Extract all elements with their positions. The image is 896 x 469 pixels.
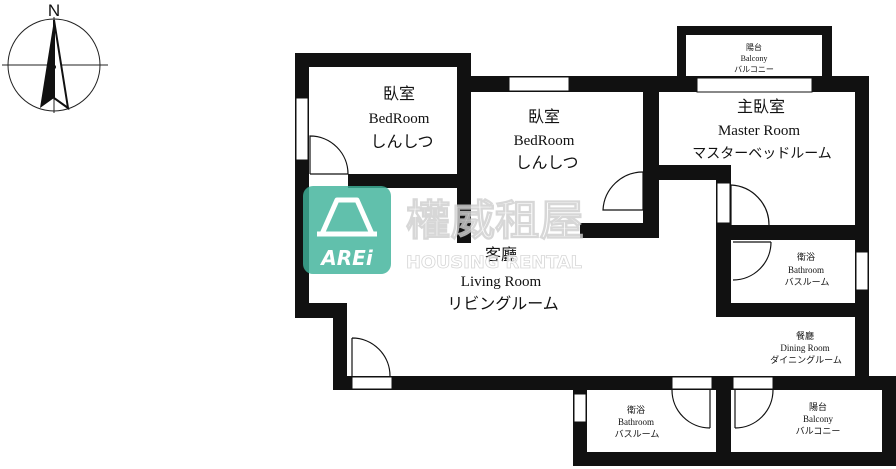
windows: [295, 76, 869, 423]
watermark: AREi 權威租屋 HOUSING RENTAL: [303, 186, 585, 274]
label-bath-bottom-en: Bathroom: [618, 417, 654, 427]
wall-bedroom2-right: [643, 80, 659, 238]
label-bedroom2-zh: 臥室: [528, 107, 560, 126]
door-master-bath: [730, 184, 770, 226]
window-balcony-top: [696, 77, 813, 93]
label-bath-bottom-zh: 衛浴: [627, 404, 645, 416]
compass: N: [2, 1, 108, 113]
label-bath-right-en: Bathroom: [788, 265, 824, 275]
label-balcony-bottom-en: Balcony: [803, 414, 833, 424]
room-label-bath-bottom: 衛浴 Bathroom バスルーム: [615, 404, 660, 440]
wall-bath-right-top: [716, 225, 869, 240]
window-lower-bath: [573, 393, 587, 423]
label-balcony-bottom-jp: バルコニー: [796, 426, 841, 437]
window-master-bath: [716, 182, 731, 224]
wall-living-left-lower: [333, 303, 347, 390]
compass-needle-left: [40, 20, 54, 108]
label-master-en: Master Room: [718, 123, 800, 139]
room-label-bedroom1: 臥室 BedRoom しんしつ: [369, 84, 434, 151]
wall-lower-right: [882, 376, 896, 466]
wall-balcony-top-right: [822, 26, 832, 86]
wall-bedroom1-bottom: [348, 174, 471, 188]
room-label-balcony-bottom: 陽台 Balcony バルコニー: [796, 401, 841, 437]
watermark-badge-text: AREi: [319, 246, 374, 270]
label-master-jp: マスターベッドルーム: [692, 146, 832, 162]
wall-lower-divider: [716, 376, 731, 466]
compass-needle-right: [53, 19, 70, 111]
doors: [309, 135, 774, 429]
window-bath-right: [855, 251, 869, 291]
room-label-master: 主臥室 Master Room マスターベッドルーム: [692, 97, 832, 162]
label-balcony-top-en: Balcony: [741, 54, 768, 63]
window-lower-balcony-top: [732, 376, 774, 390]
wall-outer-left: [295, 53, 309, 318]
door-lower-balcony: [734, 389, 774, 429]
watermark-badge: [303, 186, 391, 274]
wall-bedroom1-right: [457, 53, 471, 243]
label-dining-jp: ダイニングルーム: [770, 354, 842, 366]
label-bedroom1-jp: しんしつ: [370, 132, 433, 151]
room-label-bath-right: 衛浴 Bathroom バスルーム: [785, 251, 830, 288]
label-dining-en: Dining Room: [780, 343, 829, 353]
door-bedroom2: [602, 171, 644, 211]
window-bedroom2-top: [508, 76, 570, 92]
wall-bath-right-left: [716, 240, 731, 315]
wall-balcony-top-top: [677, 26, 832, 35]
watermark-title: 權威租屋: [406, 196, 584, 245]
label-living-en: Living Room: [461, 274, 542, 290]
label-bath-right-zh: 衛浴: [797, 251, 815, 263]
label-bath-bottom-jp: バスルーム: [615, 429, 660, 440]
watermark-subtitle: HOUSING RENTAL: [406, 253, 582, 273]
label-bedroom1-en: BedRoom: [369, 111, 430, 127]
window-bedroom1-left: [295, 97, 309, 161]
label-balcony-bottom-zh: 陽台: [809, 401, 827, 413]
house-icon: [317, 197, 377, 237]
wall-balcony-top-left: [677, 26, 686, 86]
room-label-bedroom2: 臥室 BedRoom しんしつ: [514, 107, 579, 172]
wall-bath-right-bottom: [716, 303, 869, 317]
label-bath-right-jp: バスルーム: [785, 277, 830, 288]
label-balcony-top-jp: バルコニー: [734, 65, 774, 74]
room-label-living: 客廳 Living Room リビングルーム: [447, 245, 559, 313]
wall-lower-bottom: [573, 452, 896, 466]
compass-center: [52, 65, 56, 69]
label-living-jp: リビングルーム: [447, 294, 559, 313]
label-dining-zh: 餐廳: [796, 330, 814, 342]
door-bath-right: [732, 241, 772, 281]
door-living: [351, 337, 391, 377]
wall-bedroom2-bottom: [580, 223, 659, 238]
window-lower-bath-top: [671, 376, 713, 390]
label-bedroom2-jp: しんしつ: [515, 153, 578, 172]
label-bedroom1-zh: 臥室: [383, 84, 415, 103]
label-living-zh: 客廳: [485, 245, 517, 264]
door-lower-bath: [671, 389, 711, 429]
label-master-zh: 主臥室: [737, 97, 785, 116]
room-label-dining: 餐廳 Dining Room ダイニングルーム: [770, 330, 842, 366]
wall-master-bottom: [643, 165, 731, 180]
wall-top-bedroom1: [295, 53, 471, 67]
label-balcony-top-zh: 陽台: [746, 42, 762, 52]
door-bedroom1: [309, 135, 349, 175]
room-label-balcony-top: 陽台 Balcony バルコニー: [734, 42, 774, 74]
window-living-bottom: [351, 376, 393, 390]
label-bedroom2-en: BedRoom: [514, 133, 575, 149]
compass-north-label: N: [48, 1, 60, 20]
